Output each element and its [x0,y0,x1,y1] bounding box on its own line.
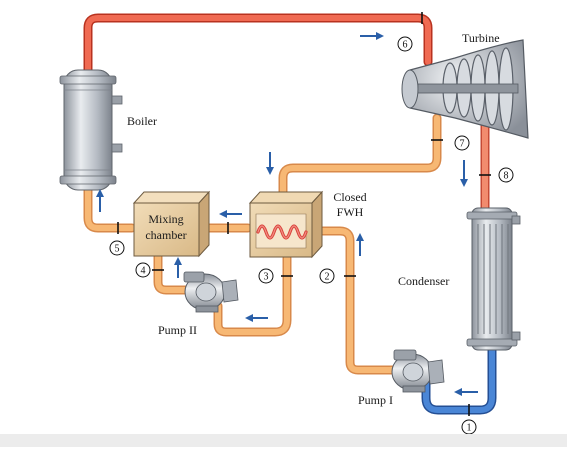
label-fwh-line2: FWH [337,205,364,219]
svg-text:2: 2 [325,272,330,283]
state-5-marker: 5 [109,240,125,256]
label-mixing-line1: Mixing [148,212,183,226]
mixing-chamber [132,190,211,258]
arrow-left-fwh-to-mixing [219,210,242,218]
label-turbine: Turbine [462,31,500,45]
piping [83,13,497,415]
label-mixing-line2: chamber [145,228,186,242]
state-4-marker: 4 [135,262,151,278]
svg-text:8: 8 [504,171,509,182]
state-3-marker: 3 [258,268,274,284]
svg-text:4: 4 [141,266,146,277]
footer-bar [0,434,567,447]
svg-text:3: 3 [264,272,269,283]
state-1-marker: 1 [461,419,477,435]
pump-i [391,349,445,393]
svg-text:5: 5 [115,244,120,255]
turbine [401,39,529,139]
label-pump-ii: Pump II [158,323,197,337]
svg-text:1: 1 [467,423,472,434]
arrow-left-drain [245,314,268,322]
label-pump-i: Pump I [358,393,393,407]
state-ticks [117,12,491,416]
arrow-up-pump2-out [174,257,182,278]
state-7-marker: 7 [454,135,470,151]
state-8-marker: 8 [498,167,514,183]
closed-fwh [248,190,324,259]
flow-arrows [96,32,478,396]
arrow-down-extraction [266,152,274,175]
state-6-marker: 6 [397,36,413,52]
condenser [466,207,521,351]
component-labels: Turbine Boiler Condenser Mixing chamber … [127,31,500,407]
svg-text:7: 7 [460,139,465,150]
label-condenser: Condenser [398,274,449,288]
pipe-mixing-to-boiler [83,185,137,233]
arrow-up-boiler-feed [96,189,104,212]
state-labels: 6 7 8 1 2 3 4 5 [109,36,514,435]
boiler [59,69,123,191]
arrow-down-turbine-exit [460,160,468,187]
label-boiler: Boiler [127,114,157,128]
pump-ii [183,271,239,313]
state-2-marker: 2 [319,268,335,284]
arrow-left-cold [454,388,478,396]
arrow-right-top [360,32,384,40]
pipe-boiler-to-turbine [83,13,433,75]
label-fwh-line1: Closed [333,190,366,204]
svg-text:6: 6 [403,40,408,51]
arrow-up-fwh-inlet [356,233,364,256]
pipe-turbine-extraction [278,113,442,203]
